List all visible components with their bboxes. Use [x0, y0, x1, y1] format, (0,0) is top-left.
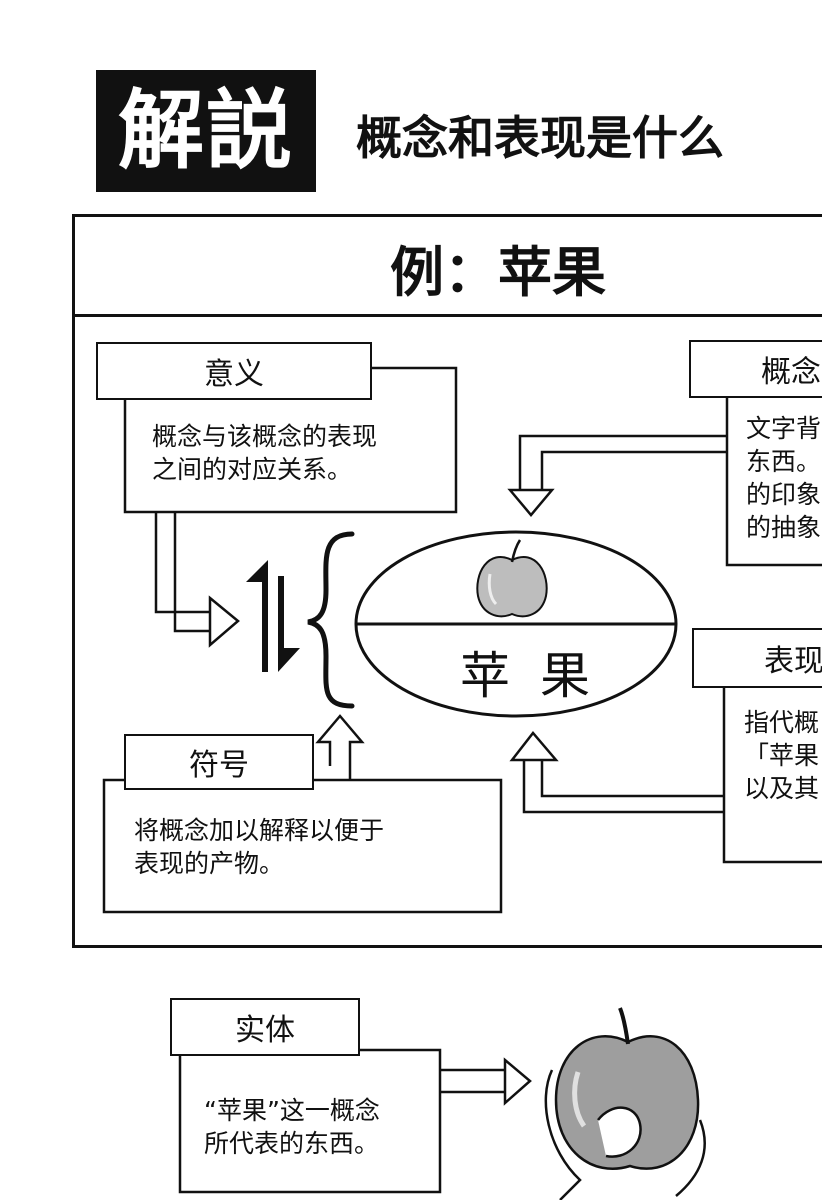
page-title: 概念和表现是什么 [356, 111, 724, 165]
explanation-badge: 解説 [96, 70, 316, 192]
expression-desc-line: 「苹果 [744, 741, 820, 770]
meaning-connector-inner [173, 512, 210, 633]
expression-label-box: 表现 [692, 628, 822, 688]
meaning-description: 概念与该概念的表现 之间的对应关系。 [152, 420, 377, 486]
meaning-desc-line: 之间的对应关系。 [152, 455, 353, 484]
expression-connector-inner [522, 760, 724, 814]
entity-label: 实体 [235, 1013, 295, 1048]
diagram-frame [72, 214, 822, 948]
concept-label-box: 概念 [689, 340, 822, 398]
concept-desc-line: 文字背 [746, 414, 822, 443]
brace-icon [307, 531, 355, 709]
apple-in-hand-icon [544, 1007, 706, 1200]
entity-desc-line: 所代表的东西。 [204, 1129, 380, 1158]
expression-desc-line: 以及其 [744, 774, 820, 803]
expression-connector [540, 760, 724, 798]
symbol-description: 将概念加以解释以便于 表现的产物。 [134, 814, 384, 880]
expression-label: 表现 [764, 644, 822, 679]
entity-desc-line: “苹果”这一概念 [204, 1096, 380, 1125]
meaning-desc-line: 概念与该概念的表现 [152, 422, 378, 451]
oval-word: 苹果 [460, 647, 620, 705]
apple-icon [476, 539, 548, 618]
expression-arrowhead [509, 731, 559, 762]
expression-desc-outline [722, 688, 822, 864]
symbol-label-box: 符号 [124, 734, 314, 790]
meaning-label-box: 意义 [96, 342, 372, 400]
meaning-connector [154, 512, 210, 614]
example-title: 例：苹果 [390, 241, 606, 304]
concept-connector-inner [540, 450, 727, 490]
symbol-connector [315, 714, 365, 780]
entity-description: “苹果”这一概念 所代表的东西。 [204, 1094, 380, 1160]
concept-label: 概念 [761, 355, 821, 390]
concept-connector [518, 434, 727, 490]
entity-label-box: 实体 [170, 998, 360, 1056]
symbol-label: 符号 [189, 748, 249, 783]
diagram-title-divider [72, 314, 822, 317]
symbol-desc-line: 将概念加以解释以便于 [134, 816, 385, 845]
expression-description: 指代概 「苹果 以及其 [744, 706, 822, 805]
expression-desc-line: 指代概 [744, 708, 820, 737]
symbol-desc-line: 表现的产物。 [134, 849, 285, 878]
meaning-desc-outline [123, 366, 458, 514]
concept-description: 文字背 东西。 的印象 的抽象 [746, 412, 822, 544]
concept-desc-line: 的抽象 [746, 513, 822, 542]
concept-desc-line: 东西。 [746, 447, 822, 476]
meaning-arrowhead [208, 595, 240, 648]
entity-arrowhead [503, 1057, 532, 1106]
double-arrow-icon [246, 560, 300, 672]
meaning-label: 意义 [204, 357, 264, 392]
concept-arrowhead [507, 488, 555, 517]
entity-desc-outline [178, 1048, 442, 1194]
concept-desc-line: 的印象 [746, 480, 822, 509]
concept-desc-outline [725, 398, 822, 567]
